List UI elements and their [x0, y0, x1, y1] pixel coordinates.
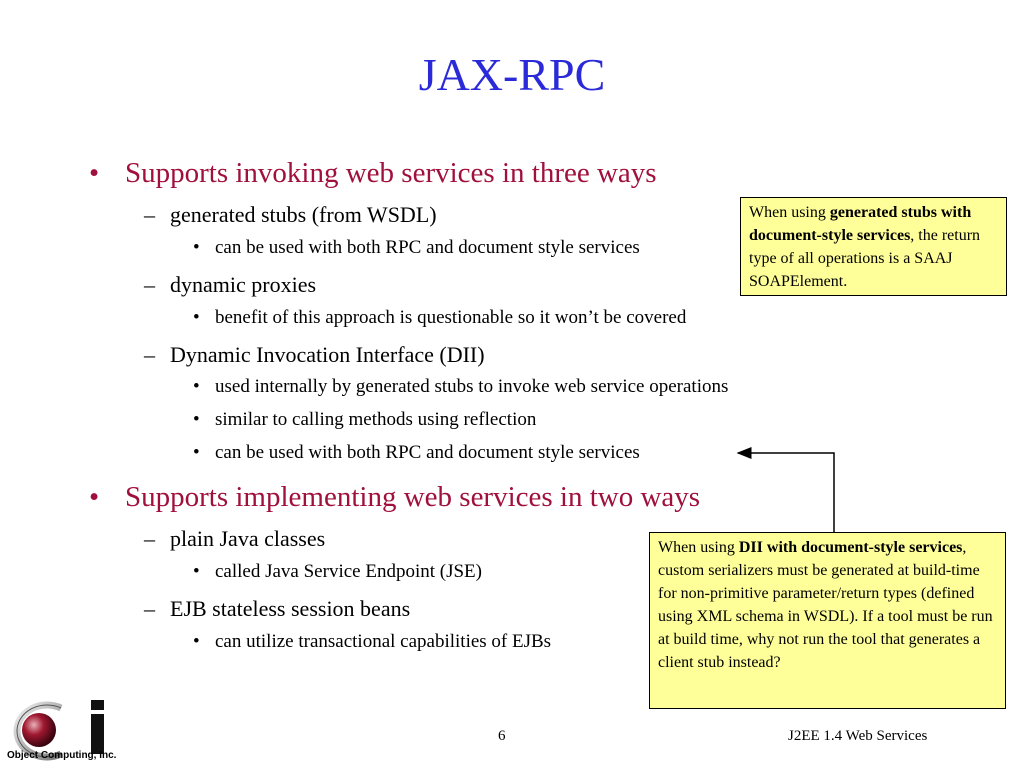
callout-text: When using [749, 204, 830, 221]
callout-dii: When using DII with document-style servi… [649, 532, 1006, 709]
callout-text: , custom serializers must be generated a… [658, 539, 993, 671]
sub-item-dii: – Dynamic Invocation Interface (DII) [144, 342, 485, 368]
bullet-marker: • [89, 157, 100, 189]
page-title: JAX-RPC [418, 49, 606, 100]
page-number: 6 [498, 728, 506, 744]
bullet-invoking: • Supports invoking web services in thre… [89, 156, 657, 190]
sub-item-text: Dynamic Invocation Interface (DII) [170, 342, 485, 367]
sub-item-text: dynamic proxies [170, 272, 317, 297]
bullet-marker: • [193, 631, 200, 652]
detail-item: • can be used with both RPC and document… [193, 237, 640, 259]
bullet-marker: • [89, 481, 100, 513]
detail-item: • can utilize transactional capabilities… [193, 631, 552, 653]
dash-marker: – [144, 202, 155, 227]
detail-text: called Java Service Endpoint (JSE) [215, 561, 482, 582]
detail-text: can utilize transactional capabilities o… [215, 631, 552, 652]
detail-item: • used internally by generated stubs to … [193, 376, 729, 398]
company-name: Object Computing, Inc. [7, 750, 117, 761]
sub-item-text: plain Java classes [170, 526, 326, 551]
sub-item-plain-java: – plain Java classes [144, 526, 326, 552]
bullet-marker: • [193, 442, 200, 463]
callout-text: , the return type of all operations is a… [749, 227, 981, 290]
callout-generated-stubs: When using generated stubs with document… [740, 197, 1007, 296]
bullet-text: Supports invoking web services in three … [125, 157, 657, 189]
sub-item-generated-stubs: – generated stubs (from WSDL) [144, 202, 437, 228]
bullet-marker: • [193, 409, 200, 430]
detail-text: can be used with both RPC and document s… [215, 442, 640, 463]
dash-marker: – [144, 272, 155, 297]
detail-text: benefit of this approach is questionable… [215, 307, 687, 328]
sub-item-ejb: – EJB stateless session beans [144, 596, 411, 622]
bullet-marker: • [193, 307, 200, 328]
bullet-marker: • [193, 561, 200, 582]
detail-text: can be used with both RPC and document s… [215, 237, 640, 258]
bullet-marker: • [193, 376, 200, 397]
dash-marker: – [144, 342, 155, 367]
detail-item: • similar to calling methods using refle… [193, 409, 537, 431]
detail-text: similar to calling methods using reflect… [215, 409, 537, 430]
callout-bold-text: generated stubs with document-style serv… [749, 204, 972, 244]
dash-marker: – [144, 596, 155, 621]
detail-item: • called Java Service Endpoint (JSE) [193, 561, 482, 583]
callout-text: When using [658, 539, 739, 556]
sub-item-text: generated stubs (from WSDL) [170, 202, 437, 227]
sub-item-text: EJB stateless session beans [170, 596, 411, 621]
callout-bold-text: DII with document-style services [738, 539, 963, 556]
bullet-implementing: • Supports implementing web services in … [89, 480, 701, 514]
detail-item: • benefit of this approach is questionab… [193, 307, 687, 329]
bullet-marker: • [193, 237, 200, 258]
company-logo [13, 700, 104, 761]
course-title: J2EE 1.4 Web Services [788, 728, 928, 744]
detail-text: used internally by generated stubs to in… [215, 376, 729, 397]
bullet-text: Supports implementing web services in tw… [125, 481, 701, 513]
sub-item-dynamic-proxies: – dynamic proxies [144, 272, 317, 298]
dash-marker: – [144, 526, 155, 551]
detail-item: • can be used with both RPC and document… [193, 442, 640, 464]
